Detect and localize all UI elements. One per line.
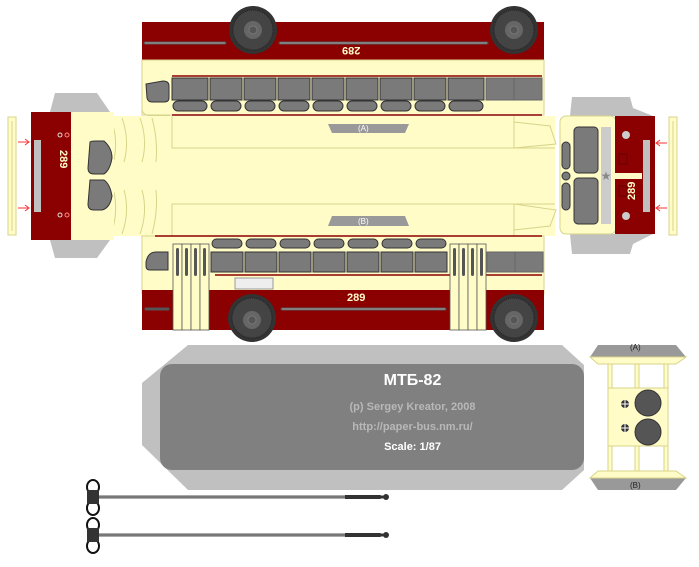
star-icon: ★: [601, 169, 612, 183]
side-top-route-number: 289: [342, 44, 361, 56]
trolley-pole-2: [86, 517, 389, 554]
base-panel: [142, 345, 584, 490]
side-panel-bottom: [141, 235, 545, 342]
scale-label: Scale: 1/87: [384, 441, 441, 453]
side-panel-top: [141, 6, 545, 117]
wheel-icon: [490, 6, 538, 54]
website-url: http://paper-bus.nm.ru/: [352, 421, 473, 433]
rear-end-panel: [7, 93, 114, 258]
side-bottom-route-number: 289: [347, 292, 366, 304]
wheel-icon: [490, 294, 538, 342]
roof-tab-a-label: (A): [358, 124, 369, 133]
author-credit: (p) Sergey Kreator, 2008: [349, 401, 476, 413]
front-end-panel: ★: [559, 97, 678, 254]
rear-door: [449, 243, 487, 331]
tab-a: [328, 124, 409, 133]
rear-route-number: 289: [57, 150, 69, 169]
front-route-number: 289: [626, 181, 638, 200]
chassis-panel: [588, 345, 688, 490]
trolley-pole-1: [86, 479, 389, 516]
tab-b: [328, 216, 409, 226]
wheel-icon: [228, 294, 276, 342]
model-title: МТБ-82: [383, 372, 442, 389]
front-door: [172, 243, 210, 331]
base-tab-a-label: (A): [630, 343, 641, 352]
base-tab-b-label: (B): [630, 481, 641, 490]
roof-tab-b-label: (B): [358, 217, 369, 226]
roof-panel: [110, 116, 557, 236]
wheel-icon: [229, 6, 277, 54]
